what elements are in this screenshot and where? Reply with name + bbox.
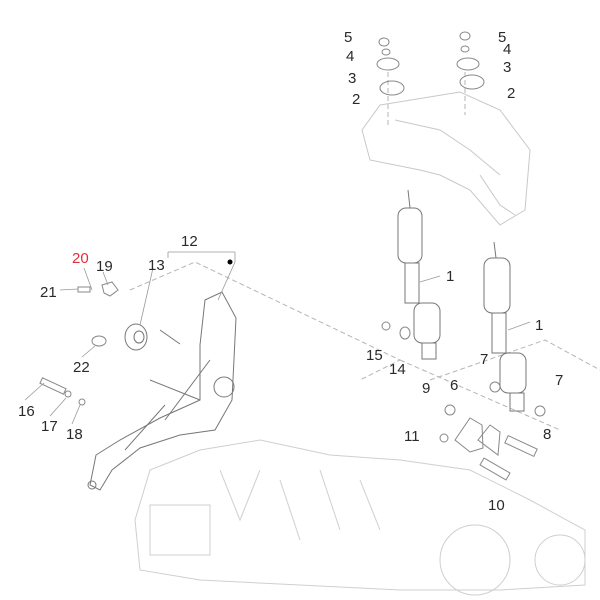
callout-12[interactable]: 12 (181, 233, 198, 250)
callout-7[interactable]: 7 (555, 372, 564, 389)
callout-9[interactable]: 9 (422, 380, 431, 397)
callout-13[interactable]: 13 (148, 257, 165, 274)
callout-2[interactable]: 2 (507, 85, 516, 102)
callout-3[interactable]: 3 (348, 70, 357, 87)
callout-5[interactable]: 5 (498, 29, 507, 46)
callout-5[interactable]: 5 (344, 29, 353, 46)
callout-21[interactable]: 21 (40, 284, 57, 301)
callout-1[interactable]: 1 (535, 317, 544, 334)
callout-2[interactable]: 2 (352, 91, 361, 108)
callout-15[interactable]: 15 (366, 347, 383, 364)
callout-11[interactable]: 11 (404, 428, 420, 445)
callout-4[interactable]: 4 (346, 48, 355, 65)
callout-1[interactable]: 1 (446, 268, 455, 285)
callout-3[interactable]: 3 (503, 59, 512, 76)
callout-4[interactable]: 4 (503, 41, 512, 58)
callout-22[interactable]: 22 (73, 359, 90, 376)
callout-20-highlighted[interactable]: 20 (72, 250, 89, 267)
callout-18[interactable]: 18 (66, 426, 83, 443)
callout-16[interactable]: 16 (18, 403, 35, 420)
callout-14[interactable]: 14 (389, 361, 406, 378)
callout-19[interactable]: 19 (96, 258, 113, 275)
callout-17[interactable]: 17 (41, 418, 58, 435)
callout-10[interactable]: 10 (488, 497, 505, 514)
callout-6[interactable]: 6 (450, 377, 459, 394)
callout-8[interactable]: 8 (543, 426, 552, 443)
callout-7[interactable]: 7 (480, 351, 489, 368)
